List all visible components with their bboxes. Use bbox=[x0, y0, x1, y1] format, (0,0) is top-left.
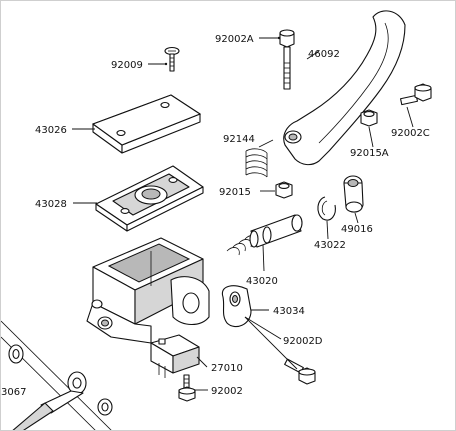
part-labels: 92009 92002A 46092 43026 92144 92002C 92… bbox=[1, 34, 430, 398]
label-43034: 43034 bbox=[273, 306, 305, 317]
leader-dots bbox=[164, 36, 281, 66]
label-49016: 49016 bbox=[341, 224, 373, 235]
bolt-92002D bbox=[284, 358, 316, 385]
label-92009: 92009 bbox=[111, 60, 143, 71]
label-92002D: 92002D bbox=[283, 336, 323, 347]
label-92002C: 92002C bbox=[391, 128, 430, 139]
switch-27010 bbox=[150, 334, 200, 378]
washer-3067 bbox=[8, 344, 24, 364]
bolt-92002 bbox=[178, 374, 196, 402]
diaphragm-43028 bbox=[95, 165, 204, 232]
bolt-92002A bbox=[279, 29, 295, 90]
hose-fitting bbox=[12, 371, 113, 430]
reservoir-cap-43026 bbox=[91, 94, 202, 154]
piston-43020 bbox=[226, 214, 303, 256]
label-43028: 43028 bbox=[35, 199, 67, 210]
circlip-43022 bbox=[317, 196, 336, 221]
bolt-92002C bbox=[400, 83, 432, 106]
label-43020: 43020 bbox=[246, 276, 278, 287]
label-27010: 27010 bbox=[211, 363, 243, 374]
boot-49016 bbox=[343, 175, 364, 213]
label-92002: 92002 bbox=[211, 386, 243, 397]
lever-46092 bbox=[283, 10, 406, 166]
label-92002A: 92002A bbox=[215, 34, 254, 45]
screw-92009 bbox=[164, 46, 180, 72]
label-43026: 43026 bbox=[35, 125, 67, 136]
nut-92015A bbox=[360, 109, 378, 127]
master-cylinder-body bbox=[86, 237, 210, 344]
label-92144: 92144 bbox=[223, 134, 255, 145]
label-3067: 3067 bbox=[1, 387, 26, 398]
spring-92144 bbox=[245, 148, 268, 178]
nut-92015 bbox=[275, 181, 293, 199]
leader-lines bbox=[72, 37, 414, 391]
label-92015A: 92015A bbox=[350, 148, 389, 159]
label-46092: 46092 bbox=[308, 49, 340, 60]
clamp-43034 bbox=[221, 285, 252, 328]
label-43022: 43022 bbox=[314, 240, 346, 251]
frame-lines bbox=[1, 320, 112, 430]
label-92015: 92015 bbox=[219, 187, 251, 198]
